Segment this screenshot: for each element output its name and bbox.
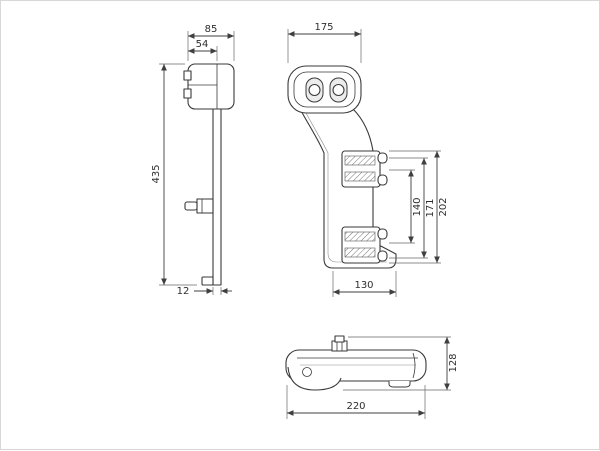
front-body-inner-contour: [304, 110, 387, 263]
top-plug-cap: [334, 335, 345, 343]
side-view-part: [183, 63, 235, 286]
front-span-mid-dim-label: 171: [425, 198, 436, 217]
dim-side-head-width: 85: [187, 24, 235, 61]
side-head-body: [187, 63, 235, 110]
front-connector-lower-flange-top: [377, 228, 388, 240]
top-body-end-contour: [412, 352, 416, 379]
front-top-width-dim-label: 175: [314, 22, 333, 33]
side-head-latch-top: [183, 70, 192, 81]
top-body-lower-bulge: [287, 366, 342, 391]
front-span-inner-dim-label: 140: [412, 197, 423, 216]
side-connector-tip: [184, 201, 198, 211]
front-view-part: [287, 65, 397, 269]
top-body-foot-tab: [388, 381, 411, 388]
side-head-latch-bottom: [183, 88, 192, 99]
dim-side-total-height: 435: [151, 63, 197, 286]
dim-front-span-inner: 140: [389, 169, 423, 244]
top-view-part: [285, 335, 427, 391]
front-connector-upper-flange-bottom: [377, 174, 388, 186]
side-connector-stub: [196, 198, 214, 214]
front-lamp-housing: [287, 65, 362, 114]
front-lamp-inner-contour: [293, 71, 356, 108]
top-plug-detail-lines: [336, 342, 343, 351]
front-connector-lower: [341, 226, 388, 264]
dim-front-span-mid: 171: [389, 157, 436, 259]
side-head-width-dim-label: 85: [205, 24, 218, 35]
top-overall-height-dim-label: 128: [448, 353, 459, 372]
front-span-outer-dim-label: 202: [438, 197, 449, 216]
top-overall-width-dim-label: 220: [346, 401, 365, 412]
top-body-boss: [302, 367, 312, 377]
side-total-height-dim-label: 435: [151, 164, 162, 183]
front-connector-upper: [341, 150, 388, 188]
dim-top-overall-width: 220: [286, 385, 426, 419]
side-plate-thickness-dim-label: 12: [177, 286, 190, 297]
dim-side-plate-thickness: 12: [177, 286, 232, 297]
front-lamp-lens-left: [308, 83, 321, 97]
front-connector-upper-flange-top: [377, 152, 388, 164]
dim-top-overall-height: 128: [343, 336, 459, 391]
side-mounting-plate: [212, 108, 222, 286]
side-view: 85 54 435 12: [151, 24, 235, 297]
front-lamp-lens-right: [332, 83, 345, 97]
side-foot: [201, 276, 214, 286]
front-bottom-width-dim-label: 130: [354, 280, 373, 291]
dim-front-top-width: 175: [287, 22, 362, 63]
front-view: 175 130 140 171 202: [287, 22, 449, 297]
dim-front-span-outer: 202: [389, 150, 449, 264]
dim-side-head-depth: 54: [188, 39, 218, 61]
top-view: 128 220: [285, 335, 459, 419]
dim-front-bottom-width: 130: [332, 271, 397, 297]
side-head-depth-dim-label: 54: [196, 39, 209, 50]
front-connector-lower-flange-bottom: [377, 250, 388, 262]
